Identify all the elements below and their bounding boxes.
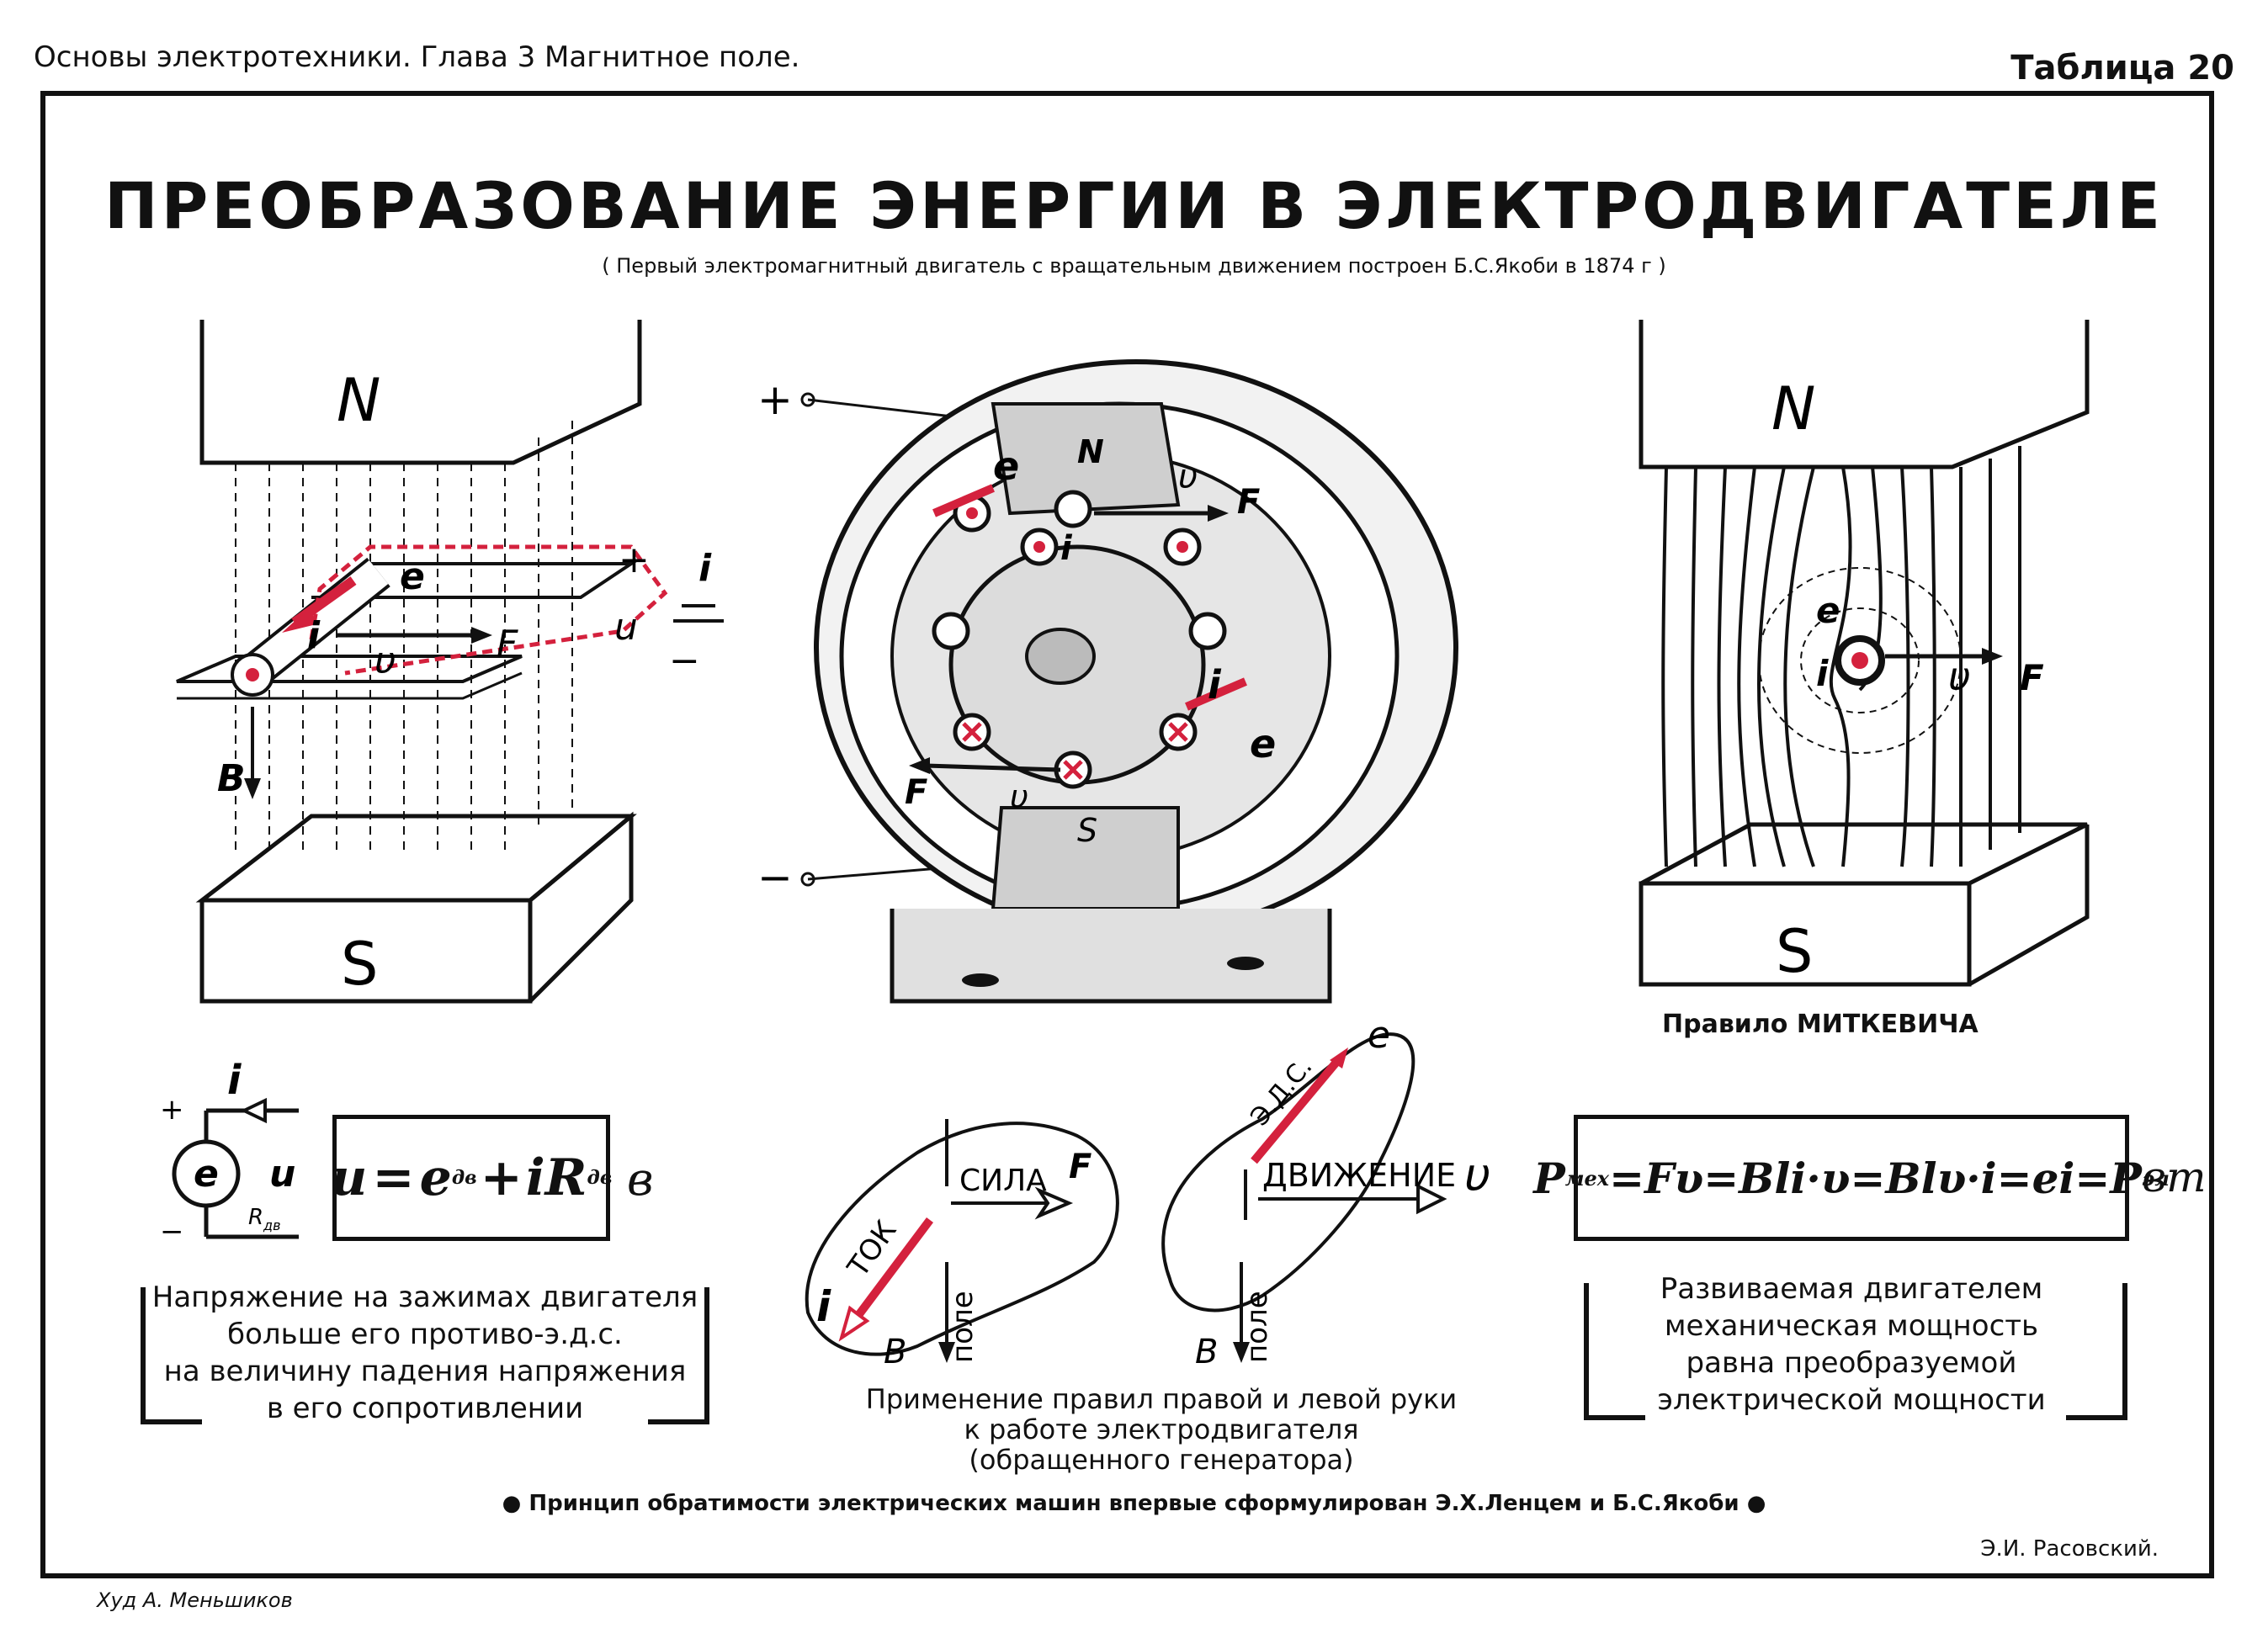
left-hand-force-label: СИЛА [959, 1164, 1047, 1198]
voltage-formula-box: u = e дв + iR дв [330, 1115, 613, 1241]
left-f-label: F [497, 623, 518, 666]
poster-frame [40, 91, 2214, 1578]
left-hand-i-label: i [816, 1282, 831, 1331]
voltage-caption-line-1: Напряжение на зажимах двигателя [151, 1281, 698, 1314]
left-hand-f-label: F [1069, 1148, 1092, 1186]
right-north-label: N [1771, 374, 1815, 443]
hands-caption-line-1: Применение правил правой и левой руки [865, 1383, 1458, 1415]
circuit-plus-label: + [160, 1093, 184, 1127]
left-plus-label: + [619, 538, 650, 581]
left-i2-label: i [698, 547, 712, 590]
motor-minus-label: − [757, 853, 793, 902]
motor-f1-label: F [1237, 483, 1260, 522]
motor-v1-label: υ [1178, 458, 1198, 496]
motor-diagram: + − e N υ F i i e F υ S [757, 359, 1458, 1004]
power-middle: =Fυ=Bli·υ=Blυ·i=ei=P [1609, 1153, 2142, 1203]
right-f-label: F [2020, 657, 2044, 698]
left-v-label: υ [374, 639, 396, 682]
right-hand-v-label: υ [1464, 1148, 1490, 1201]
circuit-e-label: e [194, 1153, 219, 1196]
right-e-label: e [1816, 590, 1840, 631]
left-conductor-diagram: N B i e υ F u i + − S [176, 320, 724, 1004]
right-hand-b-label: B [1195, 1333, 1218, 1371]
voltage-rhs1-sub: дв [451, 1167, 477, 1189]
motor-i1-label: i [1060, 529, 1073, 568]
power-caption-line-3: равна преобразуемой [1686, 1346, 2017, 1380]
right-v-label: υ [1948, 654, 1971, 699]
circuit-u-label: u [269, 1153, 295, 1196]
motor-e2-label: e [1250, 721, 1276, 766]
voltage-caption-line-4: в его сопротивлении [266, 1392, 584, 1425]
power-caption-line-4: электрической мощности [1657, 1383, 2046, 1417]
left-hand-field-label: поле [946, 1291, 980, 1363]
power-caption-line-1: Развиваемая двигателем [1660, 1272, 2043, 1306]
power-p-mech: P [1533, 1153, 1565, 1203]
circuit-i-label: i [227, 1060, 242, 1104]
left-north-label: N [337, 366, 380, 435]
motor-i2-label: i [1208, 662, 1222, 708]
circuit-r-sub: дв [263, 1217, 281, 1233]
voltage-caption-brackets [141, 1287, 709, 1424]
left-e-label: e [400, 555, 425, 598]
header-right: Таблица 20 [2010, 49, 2234, 88]
mitkevich-rule-caption: Правило МИТКЕВИЧА [1662, 1010, 1979, 1039]
voltage-caption-line-2: больше его противо-э.д.с. [227, 1318, 623, 1351]
left-b-label: B [217, 757, 246, 800]
right-hand-e-label: e [1368, 1014, 1390, 1057]
left-i-label: i [307, 614, 321, 657]
circuit-r-label: R [248, 1205, 263, 1230]
right-hand-field-label: поле [1240, 1291, 1274, 1363]
left-south-label: S [341, 930, 378, 999]
power-caption: Развиваемая двигателем механическая мощн… [1582, 1270, 2121, 1419]
voltage-caption-line-3: на величину падения напряжения [163, 1355, 687, 1388]
power-caption-line-2: механическая мощность [1664, 1309, 2039, 1343]
power-formula-box: P мех =Fυ=Bli·υ=Blυ·i=ei=P эл [1533, 1115, 2170, 1241]
hand-rules-illustration: СИЛА F ТОК i B поле Э.Д.С. e ДВИЖЕНИЕ υ … [805, 1014, 1490, 1371]
page-subtitle: ( Первый электромагнитный двигатель с вр… [602, 254, 1666, 278]
motor-v2-label: υ [1010, 778, 1028, 815]
motor-circuit-symbol: i e u R дв + − [160, 1060, 299, 1249]
left-minus-label: − [669, 639, 700, 682]
power-sub-mech: мех [1564, 1165, 1610, 1191]
motor-plus-label: + [757, 375, 793, 424]
motor-f2-label: F [905, 773, 927, 812]
voltage-unit: в [627, 1153, 654, 1206]
author-credit: Э.И. Расовский. [1980, 1536, 2159, 1562]
voltage-rhs1: e [419, 1148, 452, 1207]
artist-credit: Худ А. Меньшиков [97, 1588, 293, 1612]
hands-caption: Применение правил правой и левой руки к … [774, 1384, 1548, 1475]
hands-caption-line-3: (обращенного генератора) [969, 1444, 1354, 1476]
right-i-label: i [1816, 653, 1829, 694]
left-hand-b-label: B [884, 1333, 906, 1371]
mitkevich-diagram: N e i υ F S [1639, 320, 2090, 987]
voltage-rhs2-sub: дв [587, 1167, 613, 1189]
power-caption-brackets [1584, 1283, 2127, 1420]
voltage-lhs: u [330, 1148, 368, 1207]
footer-note: ● Принцип обратимости электрических маши… [502, 1491, 1766, 1516]
left-u-label: u [614, 606, 638, 649]
right-south-label: S [1776, 917, 1813, 986]
right-hand-motion-label: ДВИЖЕНИЕ [1262, 1157, 1456, 1194]
motor-e1-label: e [993, 443, 1019, 489]
motor-n-label: N [1077, 433, 1104, 470]
power-unit: вт [2142, 1153, 2207, 1201]
voltage-caption: Напряжение на зажимах двигателя больше е… [139, 1279, 711, 1427]
hands-caption-line-2: к работе электродвигателя [964, 1413, 1359, 1445]
header-left: Основы электротехники. Глава 3 Магнитное… [34, 40, 800, 74]
circuit-minus-label: − [160, 1215, 184, 1249]
page-title: ПРЕОБРАЗОВАНИЕ ЭНЕРГИИ В ЭЛЕКТРОДВИГАТЕЛ… [104, 168, 2164, 243]
power-sub-el: эл [2141, 1165, 2170, 1191]
voltage-rhs2: iR [525, 1148, 587, 1207]
motor-s-label: S [1077, 812, 1097, 849]
